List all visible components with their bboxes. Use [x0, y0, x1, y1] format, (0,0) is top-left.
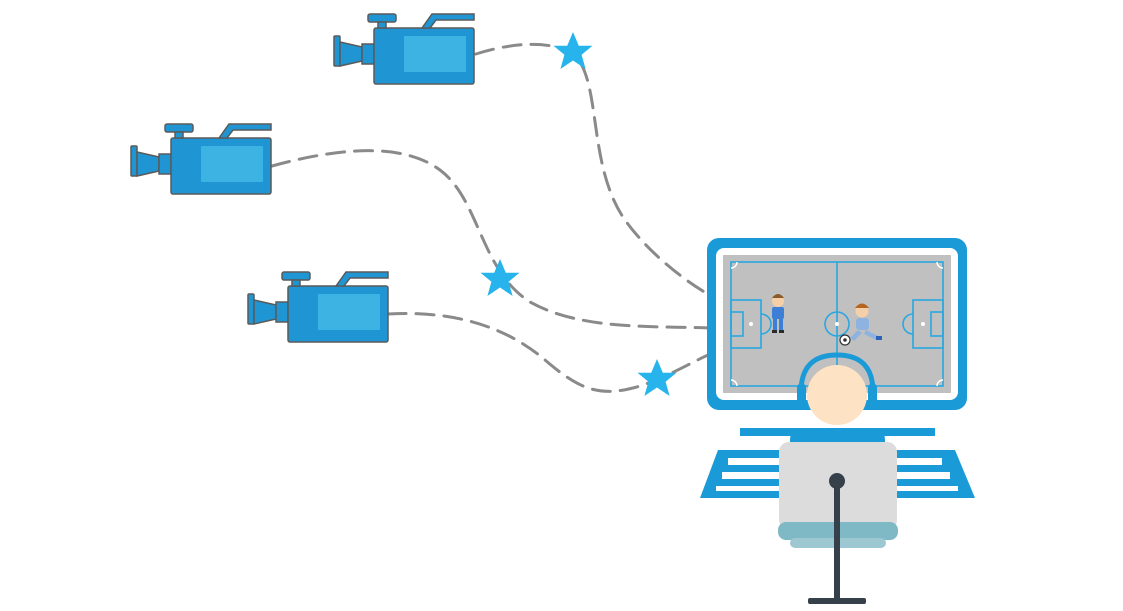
headset-icon — [798, 352, 876, 393]
signal-path-camera-2 — [270, 149, 717, 330]
signal-path-camera-3 — [386, 312, 717, 393]
signal-paths — [270, 42, 717, 393]
signal-path-camera-1 — [474, 42, 717, 300]
video-camera-icon — [130, 123, 272, 195]
monitor — [707, 238, 967, 410]
player-icon — [850, 303, 882, 341]
operator-head — [807, 365, 867, 425]
video-camera-icon — [333, 13, 475, 85]
video-camera-icon — [247, 271, 389, 343]
signal-star-icon — [637, 359, 677, 396]
microphone-icon — [808, 473, 866, 604]
player-icon — [772, 294, 784, 333]
signal-star-icon — [553, 32, 593, 69]
